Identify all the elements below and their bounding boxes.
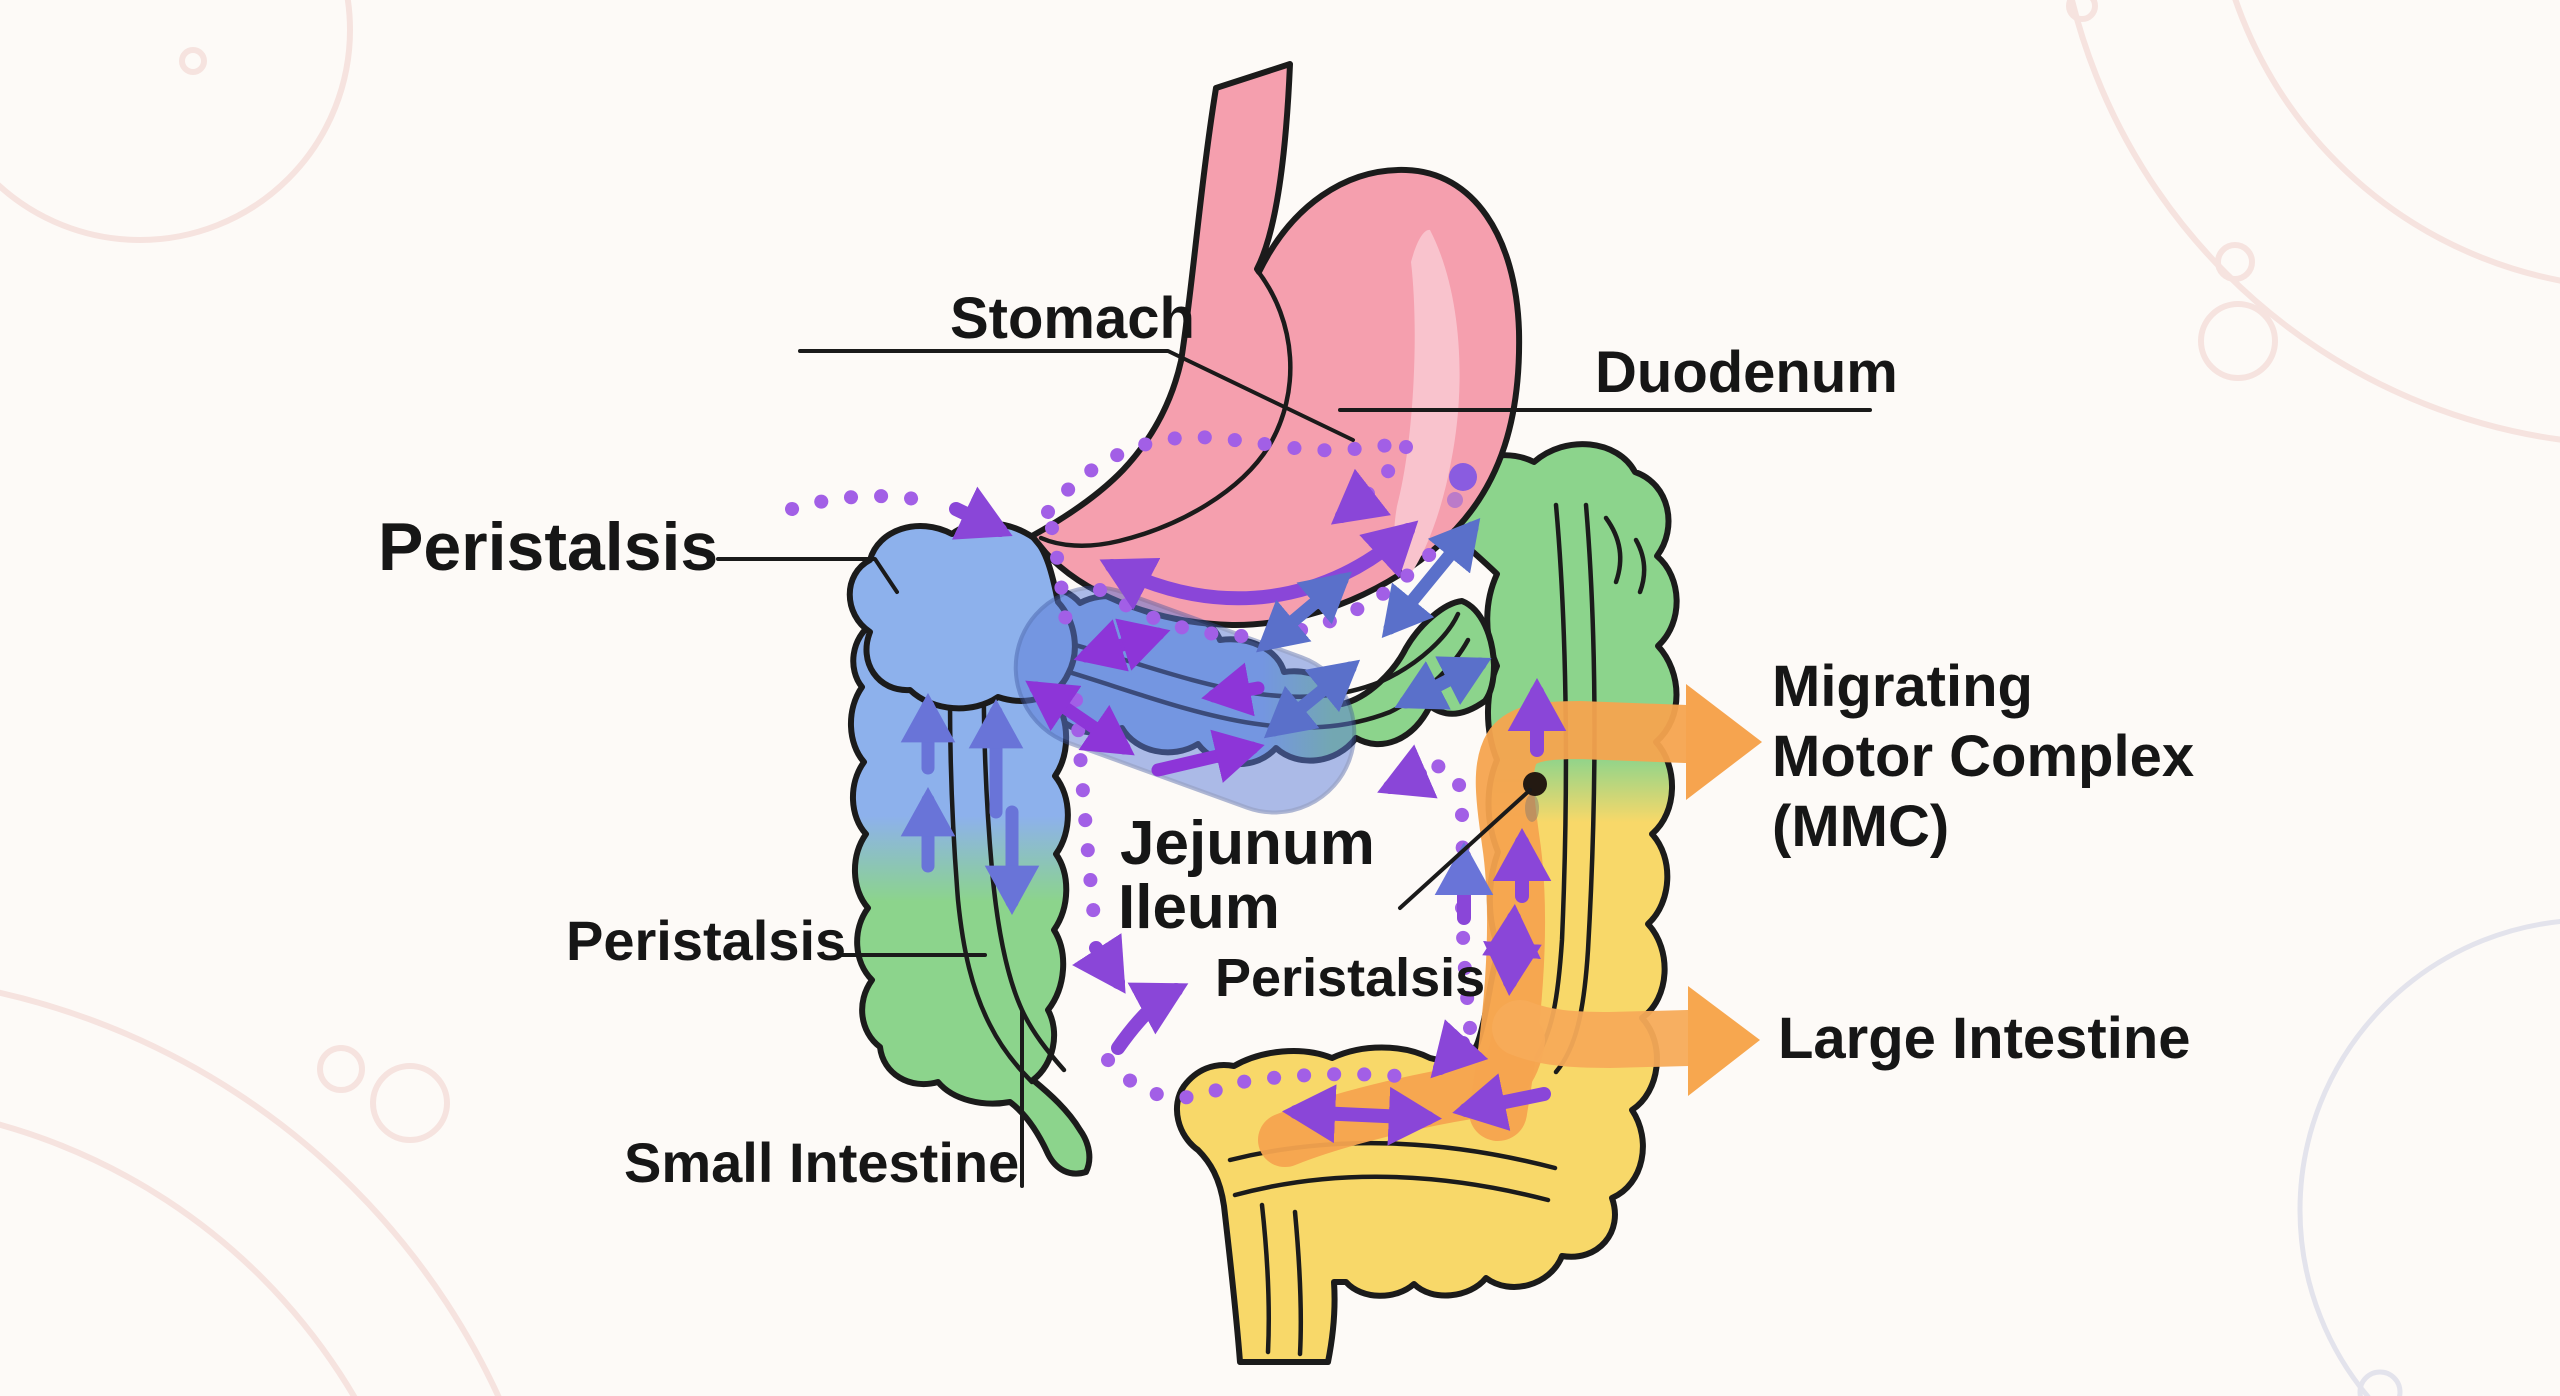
peristalsis-center-leader-line <box>1398 788 1532 910</box>
large-intestine-ribbon <box>1492 1000 1716 1069</box>
colon-detail-line-2 <box>1633 537 1647 595</box>
duodenum-label: Duodenum <box>1595 340 1898 405</box>
labels: Stomach Duodenum Peristalsis Peristalsis… <box>378 286 2194 1194</box>
decor-dot-bottom-left-2 <box>370 1063 450 1143</box>
large-intestine-arrow-icon <box>1688 986 1760 1096</box>
loop-arrow-entry-icon <box>1430 1019 1489 1079</box>
jejunum-arrow-4-icon <box>1394 656 1492 710</box>
leader-lines <box>716 349 1872 1188</box>
rectum-inner-line-1 <box>1259 1202 1271 1355</box>
mmc-label-line3: (MMC) <box>1772 794 1949 859</box>
decor-dot-right-2 <box>2198 301 2278 381</box>
ileum-label: Ileum <box>1118 873 1280 942</box>
decor-dot-right-1 <box>2215 242 2255 282</box>
bolus-dot <box>1449 463 1477 491</box>
jejunum-label: Jejunum <box>1120 809 1375 878</box>
loop-arrow-curve-icon <box>1111 982 1189 1055</box>
decor-arc-bottom-right <box>2297 919 2560 1396</box>
capsule-arrow-4-icon <box>1151 729 1265 783</box>
mmc-label-line1: Migrating <box>1772 654 2033 719</box>
small-intestine-label: Small Intestine <box>624 1131 1019 1194</box>
capsule-arrow-1-icon <box>1073 618 1171 672</box>
bolus-dot-small <box>1447 492 1463 508</box>
stomach-hook-arrow-icon <box>1330 468 1391 525</box>
stomach-highlight <box>1394 229 1460 579</box>
loop-arrow-down-icon <box>1072 933 1126 994</box>
peristalsis-arrows <box>900 517 1567 1146</box>
sigmoid-arrow-mix-icon <box>1282 1084 1442 1146</box>
decor-arc-bottom-left-inner <box>0 1121 358 1396</box>
dotted-path-esophagus-entry <box>785 489 947 516</box>
peristalsis-center-label: Peristalsis <box>1215 948 1485 1008</box>
entry-arrow-icon <box>949 486 1013 540</box>
stomach-label: Stomach <box>950 286 1195 351</box>
decor-dot-right-3 <box>2066 0 2098 22</box>
peristalsis-main-label: Peristalsis <box>378 509 718 585</box>
jejunum-arrow-3-icon <box>1381 517 1481 639</box>
decor-dot-top-left <box>179 47 207 75</box>
colon-arrow-updown-icon <box>1482 904 1542 996</box>
dotted-path-pylorus <box>1045 521 1073 629</box>
jejunum-arrow-1-icon <box>1256 571 1352 653</box>
sigmoid-inner-line-2 <box>1232 1174 1551 1203</box>
decor-dot-bottom-left-1 <box>317 1045 365 1093</box>
decor-dot-bottom-right <box>2357 1369 2403 1396</box>
stomach-inner-line <box>1038 267 1293 548</box>
capsule-arrow-3-icon <box>1025 680 1135 756</box>
dotted-path-loop-bottom <box>1101 1053 1429 1105</box>
rectum-inner-line-2 <box>1292 1209 1304 1357</box>
sigmoid-arrow-left-icon <box>1452 1073 1551 1131</box>
decor-arc-top-right-outer <box>2069 0 2560 443</box>
capsule-arrow-2-icon <box>1201 662 1265 717</box>
peristalsis-main-leader-line <box>716 557 899 594</box>
decor-arc-bottom-left-outer <box>0 989 502 1396</box>
dot-shadow <box>1525 794 1539 822</box>
jejunum-arrow-2-icon <box>1263 659 1361 739</box>
colon-detail-line-1 <box>1603 515 1623 585</box>
loop-arrow-left-icon <box>1377 744 1438 799</box>
dotted-path-loop-right-lower <box>1454 836 1477 1035</box>
dotted-path-loop-right-upper <box>1421 759 1469 822</box>
peristalsis-small-label: Peristalsis <box>566 909 846 972</box>
mmc-label-line2: Motor Complex <box>1772 724 2194 789</box>
decor-circle-top-left <box>0 0 353 243</box>
stomach-leader-line <box>798 349 1355 442</box>
mmc-arrow-icon <box>1686 684 1762 800</box>
large-intestine-label: Large Intestine <box>1778 1006 2191 1071</box>
decor-arc-top-right-inner <box>2232 0 2560 284</box>
